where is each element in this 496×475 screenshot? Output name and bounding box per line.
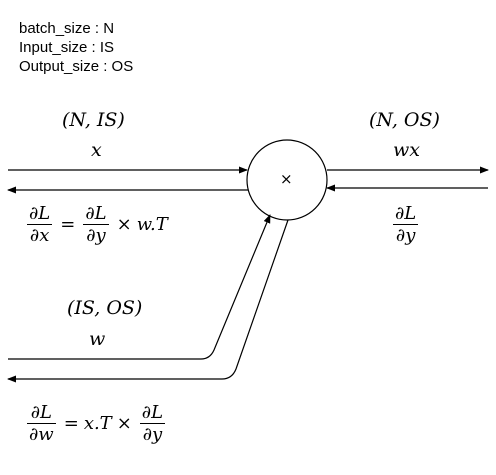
wx-shape-label: (N, OS): [369, 109, 440, 131]
x-shape-label: (N, IS): [62, 109, 125, 131]
dx-equals: =: [60, 214, 76, 235]
legend-batch-size: batch_size : N: [19, 20, 115, 37]
dx-times: ×: [116, 214, 132, 235]
wx-label: wx: [393, 139, 420, 161]
dy-numerator: ∂L: [395, 203, 417, 224]
multiply-node: [246, 139, 328, 221]
dw-equals: =: [63, 413, 79, 434]
dw-lhs-numerator: ∂L: [30, 402, 52, 423]
dx-w-transpose: w.T: [136, 214, 168, 235]
dw-rhs-denominator: ∂y: [142, 424, 163, 445]
x-label: x: [91, 139, 102, 161]
dw-x-transpose: x.T: [83, 413, 112, 434]
dw-backward-arrow: [7, 219, 289, 383]
dx-lhs-numerator: ∂L: [29, 203, 51, 224]
dx-rhs-numerator: ∂L: [85, 203, 107, 224]
legend: batch_size : N Input_size : IS Output_si…: [19, 19, 133, 76]
dx-lhs-fraction: ∂L ∂x: [27, 203, 53, 246]
dw-lhs-fraction: ∂L ∂w: [27, 402, 56, 445]
dw-gradient-equation: ∂L ∂w = x.T × ∂L ∂y: [24, 402, 168, 445]
legend-input-size: Input_size : IS: [19, 39, 115, 56]
legend-output-size: Output_size : OS: [19, 58, 134, 75]
w-shape-label: (IS, OS): [67, 297, 143, 319]
dx-gradient-equation: ∂L ∂x = ∂L ∂y × w.T: [24, 203, 168, 246]
dx-rhs-denominator: ∂y: [86, 225, 106, 246]
dy-gradient-label: ∂L ∂y: [390, 203, 421, 246]
dy-denominator: ∂y: [395, 225, 416, 246]
dw-rhs-numerator: ∂L: [141, 402, 164, 423]
dw-lhs-denominator: ∂w: [29, 424, 54, 445]
w-label: w: [89, 328, 106, 350]
dy-fraction: ∂L ∂y: [393, 203, 419, 246]
dx-rhs-fraction: ∂L ∂y: [83, 203, 109, 246]
dw-rhs-fraction: ∂L ∂y: [139, 402, 166, 445]
dx-lhs-denominator: ∂x: [29, 225, 50, 246]
w-forward-arrow: [8, 214, 271, 360]
dw-times: ×: [116, 413, 132, 434]
multiply-symbol: ×: [280, 170, 293, 188]
